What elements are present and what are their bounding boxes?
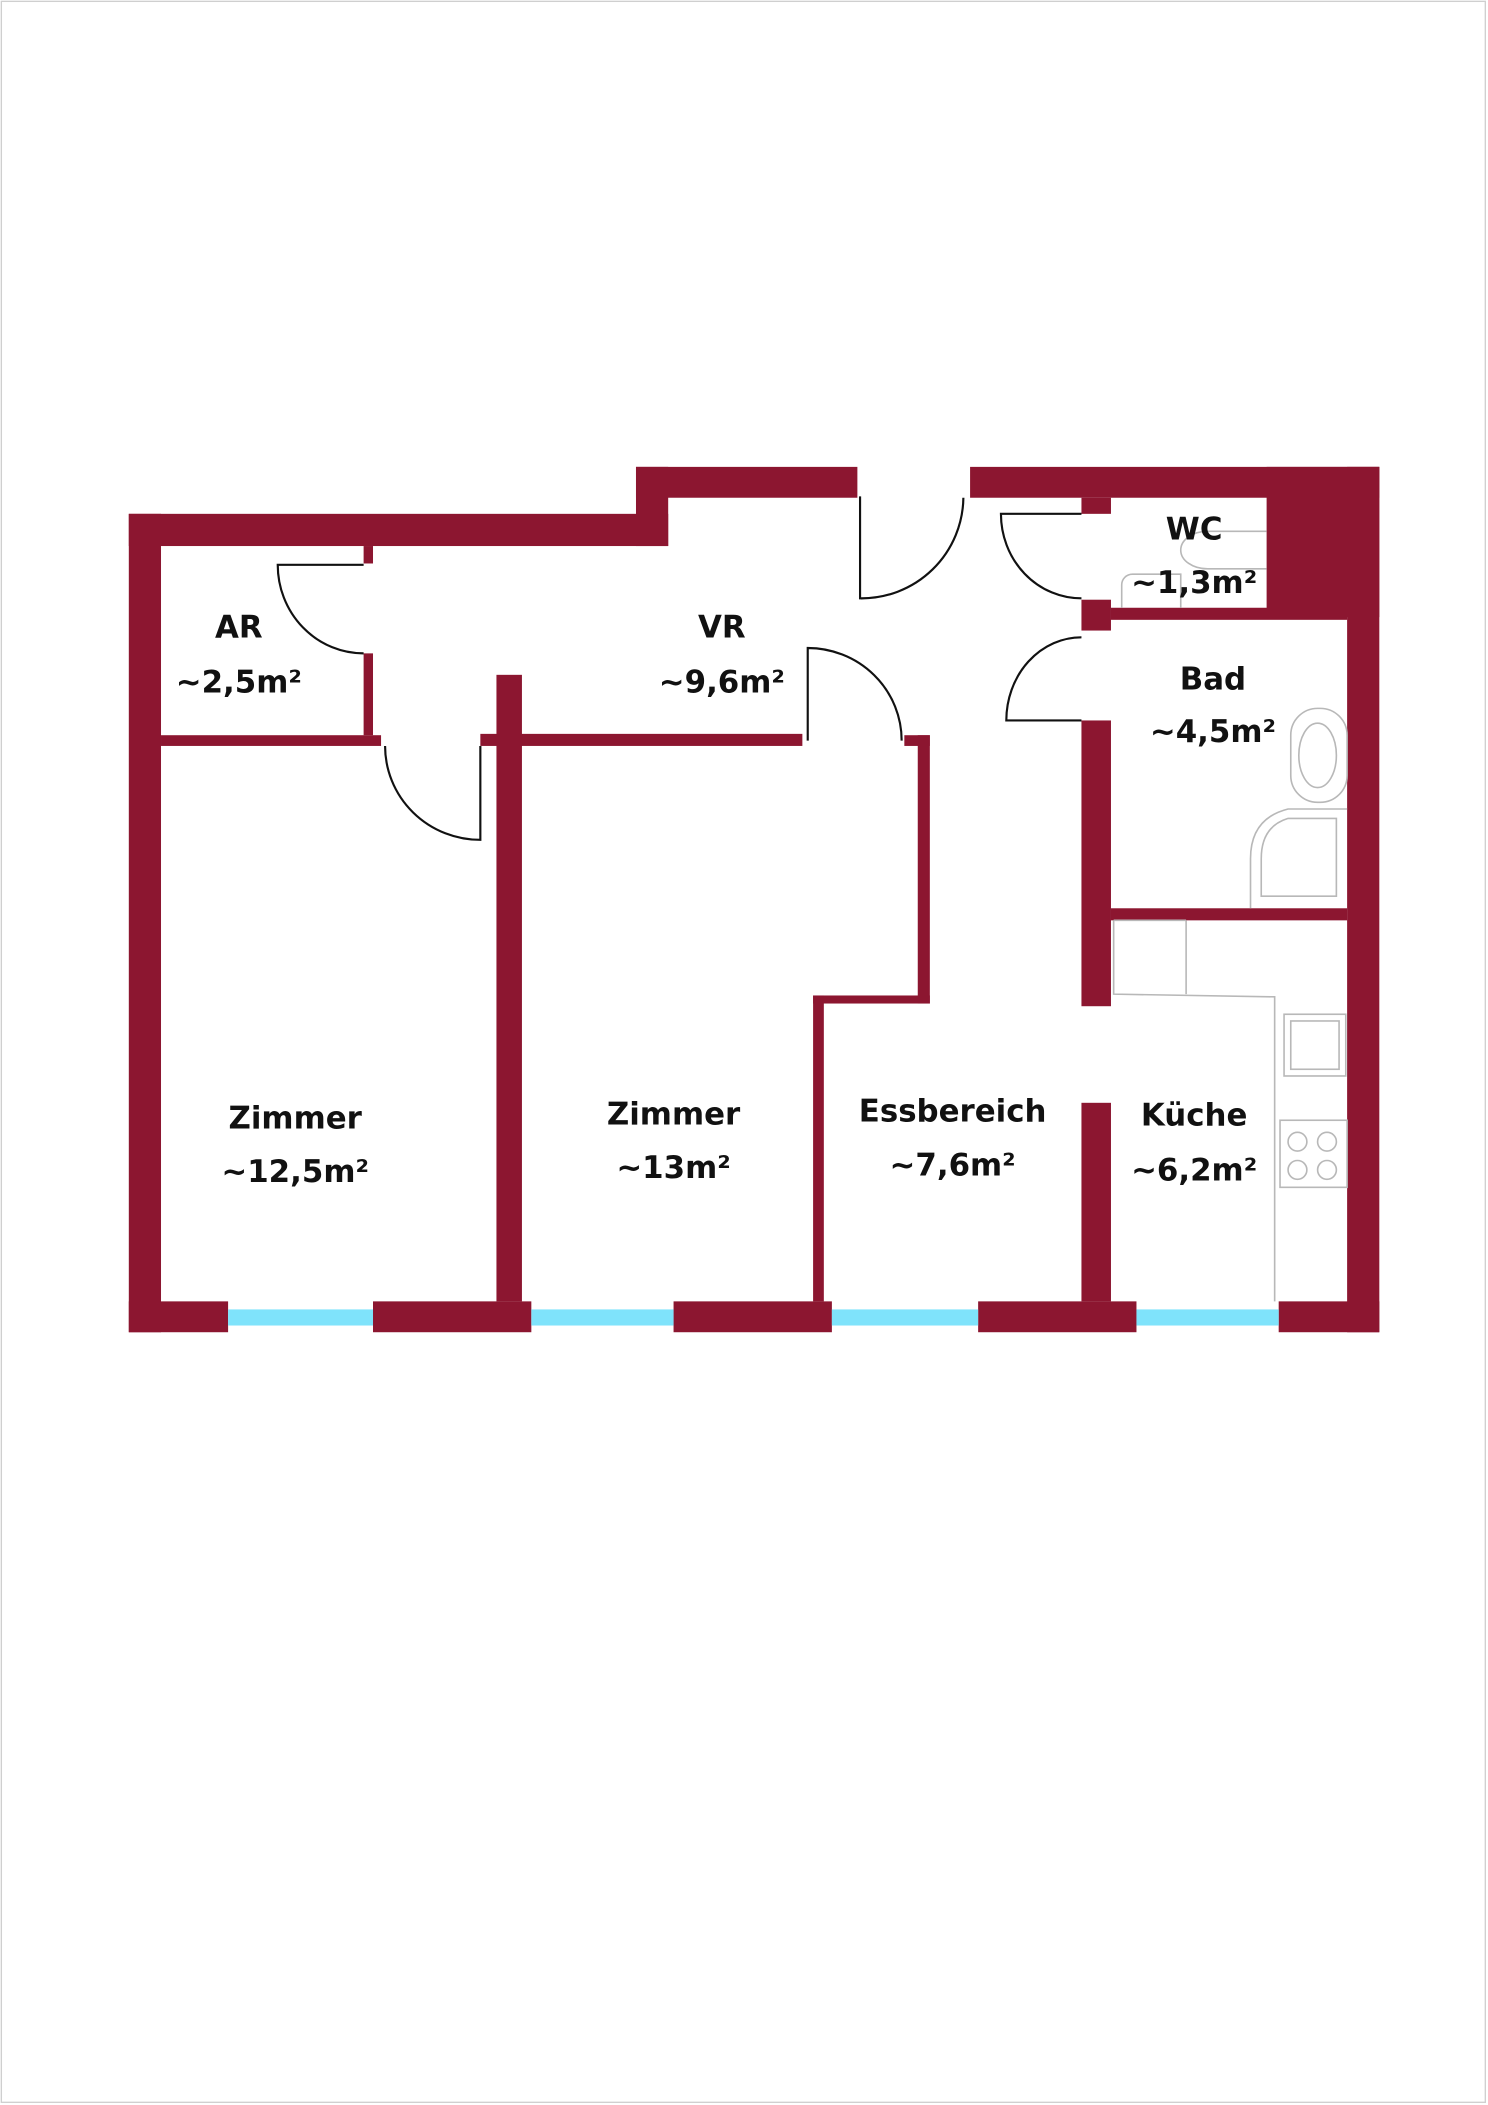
- room-name-zimmer-2: Zimmer: [607, 1096, 741, 1132]
- room-area-zimmer-1: ~12,5m²: [221, 1154, 369, 1190]
- wall-ar-right: [363, 653, 374, 736]
- window: [531, 1309, 674, 1326]
- wall-ar-bottom: [161, 735, 382, 746]
- wall-vr-bottom: [480, 733, 803, 746]
- door-bad: [1005, 636, 1082, 722]
- wall-ar-right-top: [363, 546, 374, 564]
- wall-bottom-5: [1278, 1301, 1380, 1333]
- wall-bottom-2: [373, 1301, 532, 1333]
- window: [1136, 1309, 1279, 1326]
- wall-left: [128, 513, 162, 1333]
- wall-bottom-1: [128, 1301, 229, 1333]
- room-area-essbereich: ~7,6m²: [890, 1147, 1016, 1183]
- bad-shower: [1249, 808, 1348, 909]
- kitchen-sink-basin: [1289, 1020, 1340, 1071]
- wall-ess-left: [813, 995, 824, 1302]
- wall-jamb: [904, 735, 930, 746]
- room-name-vr: VR: [698, 609, 746, 645]
- walls: [128, 466, 1380, 1333]
- kitchen-counter: [1112, 919, 1276, 1302]
- wc-shaft: [1266, 466, 1380, 618]
- wall-wc-bad: [1110, 607, 1348, 620]
- room-name-ar: AR: [215, 609, 263, 645]
- door-entry: [858, 496, 965, 600]
- room-area-kueche: ~6,2m²: [1131, 1153, 1257, 1189]
- bad-sink: [1289, 707, 1348, 804]
- door-zimmer-2: [806, 646, 903, 741]
- stove-burner: [1316, 1131, 1338, 1152]
- kitchen-stove: [1279, 1119, 1348, 1189]
- window: [228, 1309, 374, 1326]
- fixtures: [1112, 530, 1348, 1302]
- wall-top-mid: [635, 466, 858, 498]
- stove-burner: [1287, 1131, 1308, 1152]
- room-name-wc: WC: [1166, 511, 1223, 547]
- room-name-kueche: Küche: [1141, 1098, 1247, 1134]
- door-zimmer-1: [384, 745, 482, 841]
- door-ar: [276, 563, 364, 655]
- room-area-zimmer-2: ~13m²: [616, 1150, 730, 1186]
- wall-bottom-4: [978, 1301, 1137, 1333]
- room-name-essbereich: Essbereich: [859, 1094, 1047, 1130]
- room-labels: AR ~2,5m² VR ~9,6m² WC ~1,3m² Bad ~4,5m²…: [176, 511, 1276, 1190]
- stove-burner: [1316, 1159, 1338, 1181]
- wall-bad-kueche: [1110, 908, 1348, 921]
- window: [831, 1309, 979, 1326]
- door-wc: [999, 512, 1082, 600]
- wall-wc-jamb-top: [1081, 497, 1111, 514]
- wall-bad-left: [1081, 720, 1111, 1007]
- room-name-zimmer-1: Zimmer: [229, 1100, 363, 1136]
- wall-wc-jamb-bottom: [1081, 599, 1111, 631]
- wall-kueche-partition: [1081, 1102, 1111, 1302]
- room-area-vr: ~9,6m²: [659, 664, 785, 700]
- room-area-bad: ~4,5m²: [1150, 714, 1276, 750]
- wall-top-left: [128, 513, 669, 547]
- room-name-bad: Bad: [1180, 662, 1246, 698]
- wc-toilet: [1120, 530, 1267, 608]
- kitchen-sink: [1283, 1013, 1347, 1077]
- windows: [228, 1309, 1279, 1326]
- wall-bottom-3: [673, 1301, 832, 1333]
- wall-zimmer-divider: [496, 674, 522, 1302]
- room-area-ar: ~2,5m²: [176, 664, 302, 700]
- doors: [276, 496, 1082, 841]
- stove-burner: [1287, 1159, 1308, 1181]
- room-area-wc: ~1,3m²: [1131, 565, 1257, 601]
- bad-sink-basin: [1298, 722, 1338, 789]
- wall-ess-top: [813, 995, 930, 1004]
- wall-zimmer2-right: [917, 735, 930, 1004]
